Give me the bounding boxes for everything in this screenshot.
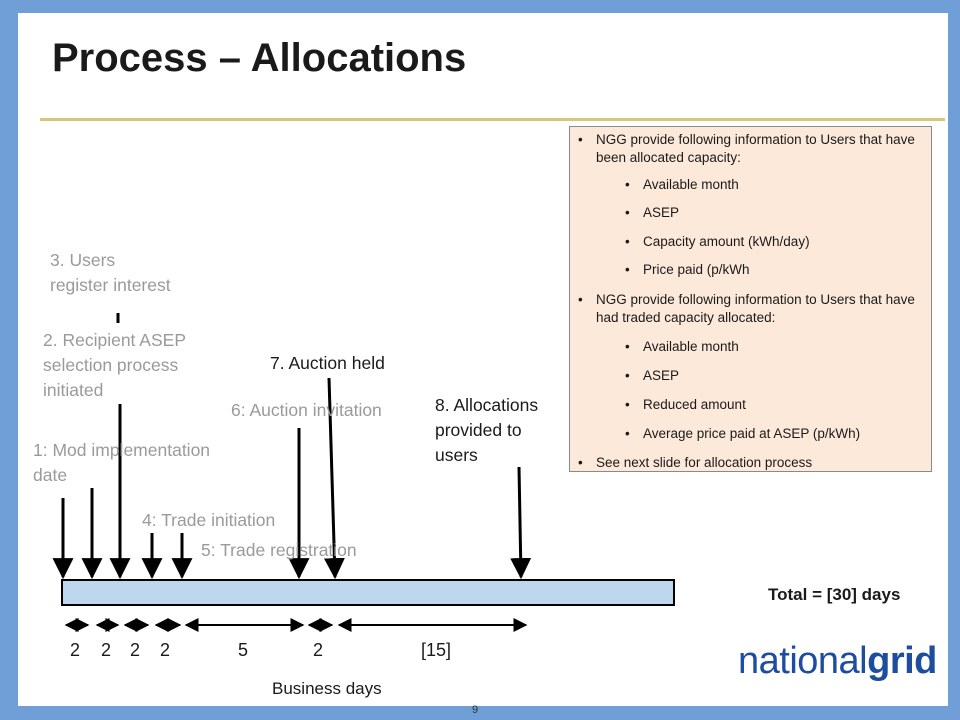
- national-grid-logo: nationalgrid: [738, 640, 937, 682]
- business-days-label: Business days: [272, 679, 382, 698]
- duration-label: 2: [160, 640, 171, 660]
- total-days: Total = [30] days: [768, 585, 901, 604]
- step-7-arrow: [323, 377, 345, 580]
- info-item: ASEP: [625, 204, 925, 222]
- info-intro-allocated: NGG provide following information to Use…: [578, 131, 923, 167]
- frame-left: [0, 0, 18, 720]
- info-item: ASEP: [625, 367, 925, 385]
- info-footer: See next slide for allocation process: [578, 454, 923, 472]
- page-number: 9: [472, 704, 479, 716]
- info-item: Available month: [625, 176, 925, 194]
- info-item: Capacity amount (kWh/day): [625, 233, 925, 251]
- step-3-label: 3. Users register interest: [50, 250, 171, 295]
- step-4-label: 4: Trade initiation: [142, 510, 276, 530]
- info-item: Average price paid at ASEP (p/kWh): [625, 425, 925, 443]
- info-intro-traded: NGG provide following information to Use…: [578, 291, 923, 327]
- frame-right: [948, 0, 960, 720]
- info-item: Reduced amount: [625, 396, 925, 414]
- step-8-arrow: [510, 466, 532, 580]
- duration-label: 2: [313, 640, 324, 660]
- step-6-label: 6: Auction invitation: [231, 400, 382, 420]
- step-7-label: 7. Auction held: [270, 353, 385, 373]
- slide-title: Process – Allocations: [52, 36, 467, 80]
- duration-label: 2: [101, 640, 112, 660]
- duration-label: 2: [130, 640, 141, 660]
- timeline-bar: [61, 579, 675, 606]
- info-item: Price paid (p/kWh: [625, 261, 925, 279]
- duration-label: 2: [70, 640, 81, 660]
- step-1-label: 1: Mod implementation date: [33, 440, 211, 485]
- step-8-label: 8. Allocations provided to users: [435, 395, 539, 465]
- title-rule: [40, 118, 945, 121]
- duration-label: [15]: [421, 640, 452, 660]
- frame-top: [0, 0, 960, 13]
- info-item: Available month: [625, 338, 925, 356]
- step-2-label: 2. Recipient ASEP selection process init…: [43, 330, 186, 400]
- info-box: NGG provide following information to Use…: [569, 126, 932, 472]
- duration-label: 5: [238, 640, 249, 660]
- frame-bottom: [0, 706, 960, 720]
- step-5-label: 5: Trade registration: [201, 540, 357, 560]
